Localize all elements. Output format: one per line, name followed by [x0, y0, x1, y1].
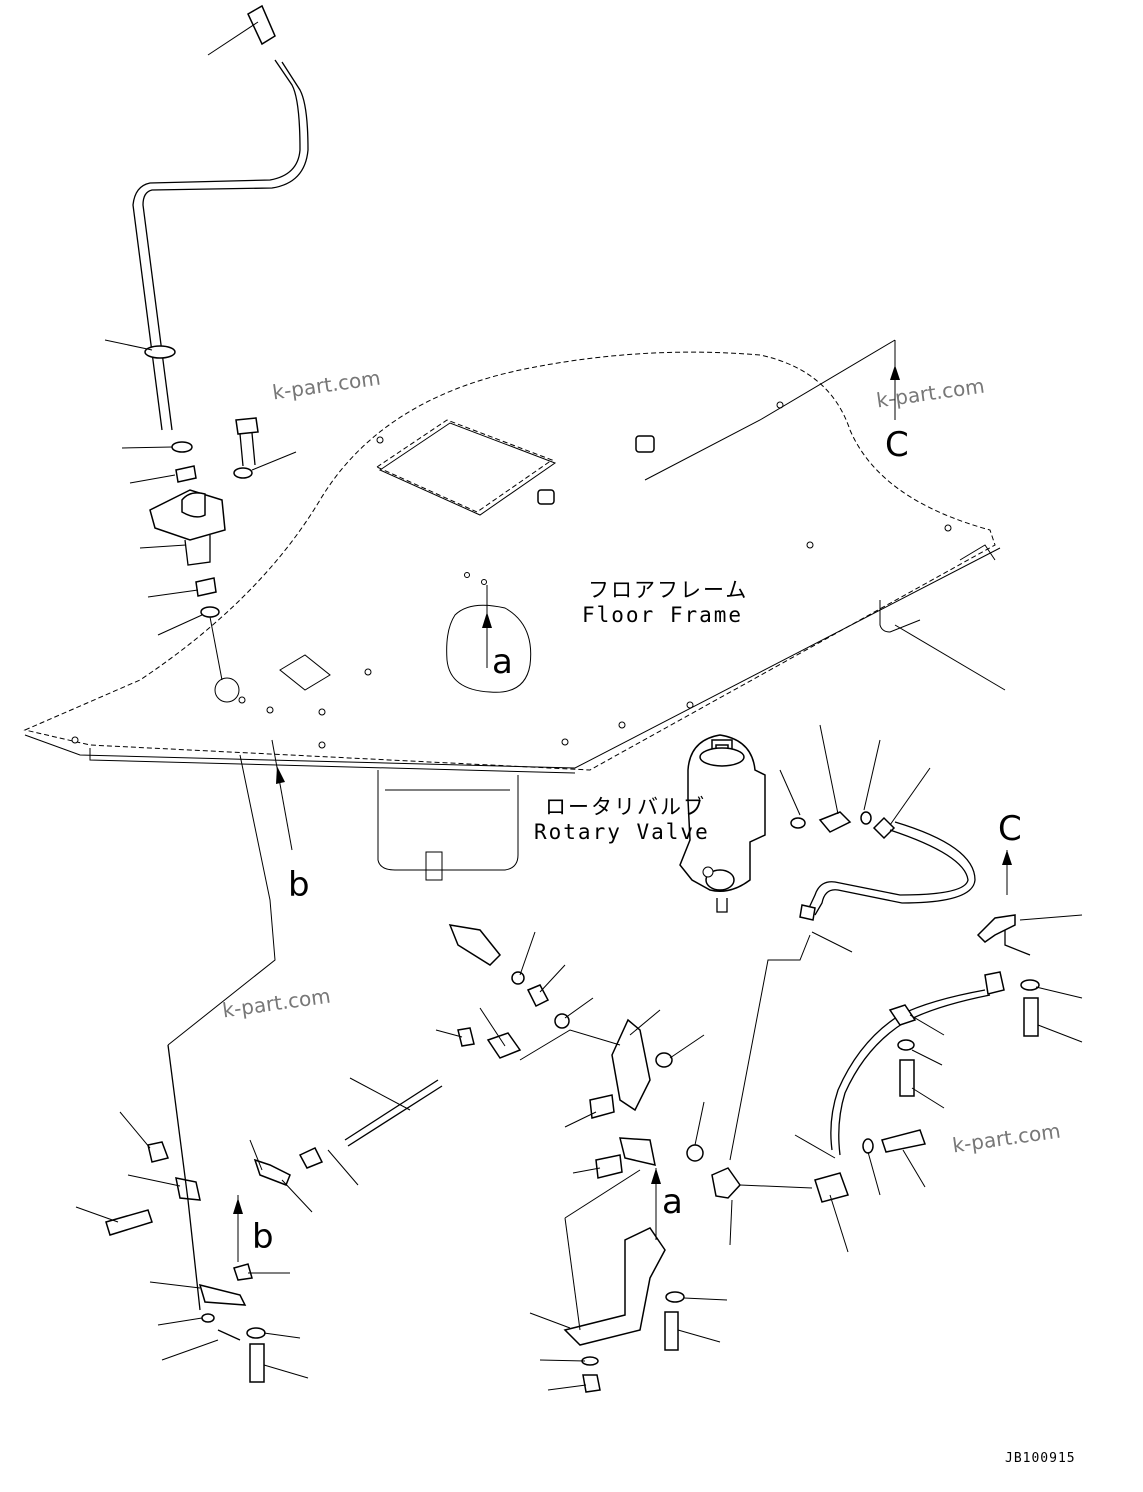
floor-frame-outline: [23, 351, 1001, 881]
rotary-valve-label-en: Rotary Valve: [534, 820, 710, 844]
reference-mark-c-lower: C: [998, 809, 1022, 849]
floor-frame-label-jp: フロアフレーム: [588, 578, 749, 602]
rotary-valve-part: [679, 734, 766, 913]
reference-mark-a-upper: a: [492, 642, 513, 682]
reference-mark-b-lower: b: [252, 1217, 274, 1257]
reference-mark-a-lower: a: [662, 1182, 683, 1222]
control-lever-assembly: [104, 4, 309, 681]
reference-mark-c-upper: C: [885, 425, 909, 465]
rotary-valve-label-jp: ロータリバルブ: [545, 795, 706, 819]
linkage-assembly: [75, 754, 728, 1393]
reference-arrows: [233, 339, 1012, 1262]
floor-frame-label-en: Floor Frame: [582, 603, 744, 627]
reference-circle-a: [446, 604, 532, 693]
sensor-harness: [711, 914, 1083, 1253]
drawing-number: JB100915: [1005, 1451, 1076, 1466]
reference-mark-b-upper: b: [288, 865, 310, 905]
hydraulic-hose: [779, 724, 976, 921]
